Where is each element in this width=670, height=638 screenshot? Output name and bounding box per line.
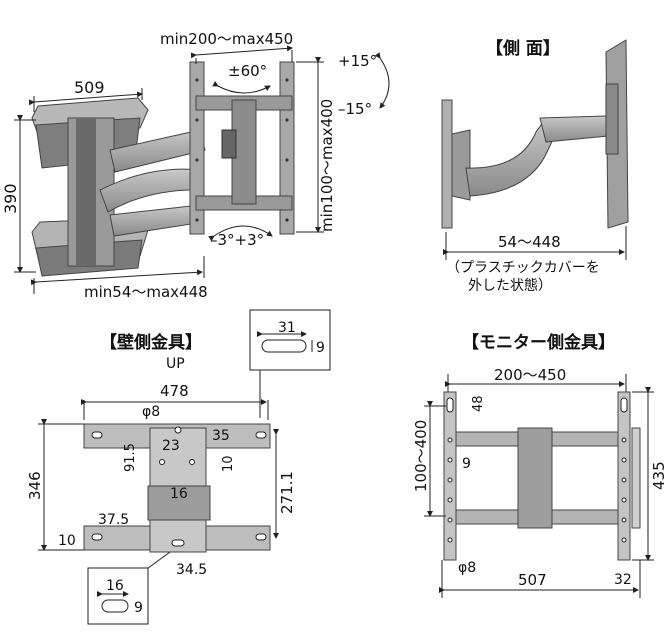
slot2-width-16: 16 [106,578,124,594]
side-depth-label: 54～448 [498,233,561,251]
height-390-label: 390 [1,183,20,214]
side-note-line1: （プラスチックカバーを [446,260,600,276]
wall-hole-dia: φ8 [142,404,160,420]
width-509-label: 509 [74,78,105,97]
side-view-title: 【側 面】 [486,38,560,59]
slot2-height-9: 9 [134,600,143,616]
side-view: 【側 面】 54～448 （プラスチックカバーを 外した状態） [441,38,629,294]
dim-9: 9 [462,456,471,472]
dim-16: 16 [170,486,188,502]
monitor-bracket-title: 【モニター側金具】 [462,332,615,353]
dim-34-5: 34.5 [176,562,207,578]
rotation-label: ±60° [228,62,267,80]
dim-23: 23 [162,438,180,454]
wall-width-478: 478 [160,382,189,400]
monitor-width-507: 507 [518,571,547,589]
wall-bracket-drawing: 【壁側金具】 31 9 UP 478 φ8 35 23 91.5 10 [26,309,331,625]
wall-pitch-271-1: 271.1 [278,471,296,514]
monitor-height-435: 435 [650,461,668,490]
monitor-v-range: 100～400 [412,420,430,492]
product-3d-view: min200～max450 509 390 ±60° +15° –15° min… [1,30,390,301]
slot-height-9: 9 [316,340,325,356]
dim-48: 48 [471,395,486,412]
dim-10b: 10 [58,533,76,549]
dim-91-5: 91.5 [123,443,138,472]
vertical-pitch-label: min100～max400 [318,99,336,232]
dim-35: 35 [212,428,230,444]
monitor-hole-dia: φ8 [458,560,476,576]
dim-32: 32 [614,572,632,588]
depth-range-label: min200～max450 [160,30,293,48]
side-note-line2: 外した状態） [468,278,552,294]
level-adjust-label: –3°+3° [210,231,264,249]
tilt-down-label: –15° [338,100,372,118]
slot-width-31: 31 [278,320,296,336]
wall-bracket-title: 【壁側金具】 [100,332,202,353]
wall-height-346: 346 [26,471,44,500]
tilt-up-label: +15° [338,52,377,70]
dim-37-5: 37.5 [98,512,129,528]
dim-10a: 10 [221,455,236,472]
wall-extension-label: min54～max448 [84,283,208,301]
up-label: UP [166,356,185,372]
monitor-h-range: 200～450 [494,366,566,384]
monitor-bracket-drawing: 【モニター側金具】 200～450 48 100～400 9 435 φ8 [412,332,668,598]
